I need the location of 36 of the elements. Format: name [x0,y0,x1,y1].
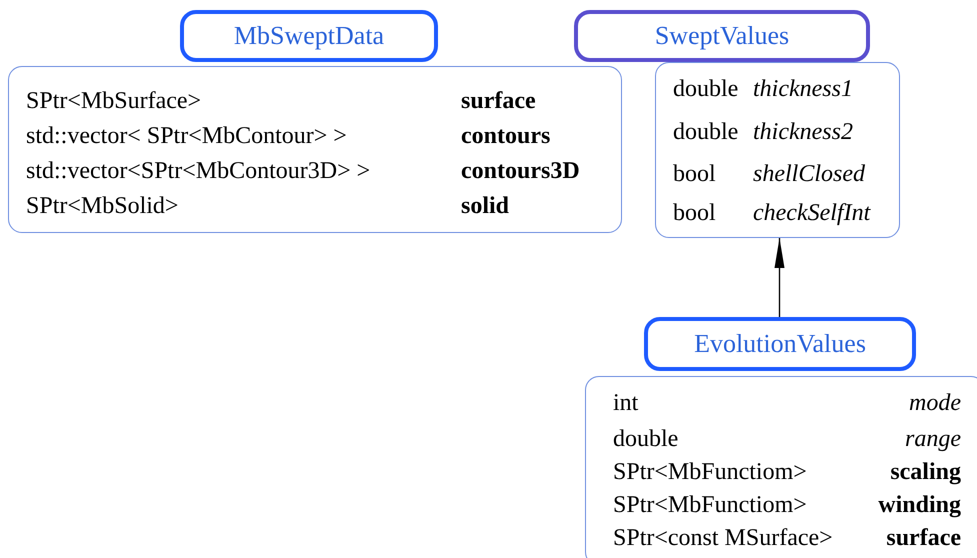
class-name: EvolutionValues [694,329,866,359]
field-name: thickness1 [753,77,853,101]
field-name: mode [909,391,961,415]
class-fields-box [655,62,900,238]
class-name: MbSweptData [234,21,384,51]
field-name: solid [461,194,510,218]
field-type: int [613,391,638,415]
field-type: SPtr<MbSurface> [26,89,202,113]
class-fields-box [585,376,977,558]
field-type: std::vector< SPtr<MbContour> > [26,124,347,148]
class-name-box [180,10,438,62]
field-name: contours3D [461,159,580,183]
field-type: SPtr<MbSolid> [26,194,178,218]
field-name: contours [461,124,550,148]
field-type: std::vector<SPtr<MbContour3D> > [26,159,370,183]
arrow [774,238,784,317]
field-name: thickness2 [753,120,853,144]
field-type: SPtr<const MSurface> [613,526,833,550]
field-type: double [613,427,678,451]
class-name-box [644,317,916,371]
field-type: bool [673,162,716,186]
class-name-box [574,10,870,62]
field-name: winding [878,493,961,517]
field-name: surface [886,526,961,550]
field-type: SPtr<MbFunctiom> [613,493,807,517]
field-name: shellClosed [753,162,865,186]
field-type: double [673,77,738,101]
field-type: SPtr<MbFunctiom> [613,460,807,484]
field-name: surface [461,89,536,113]
field-type: double [673,120,738,144]
field-type: bool [673,201,716,225]
field-name: range [905,427,961,451]
field-name: scaling [890,460,961,484]
field-name: checkSelfInt [753,201,870,225]
class-fields-box [8,66,622,233]
class-name: SweptValues [654,21,790,51]
